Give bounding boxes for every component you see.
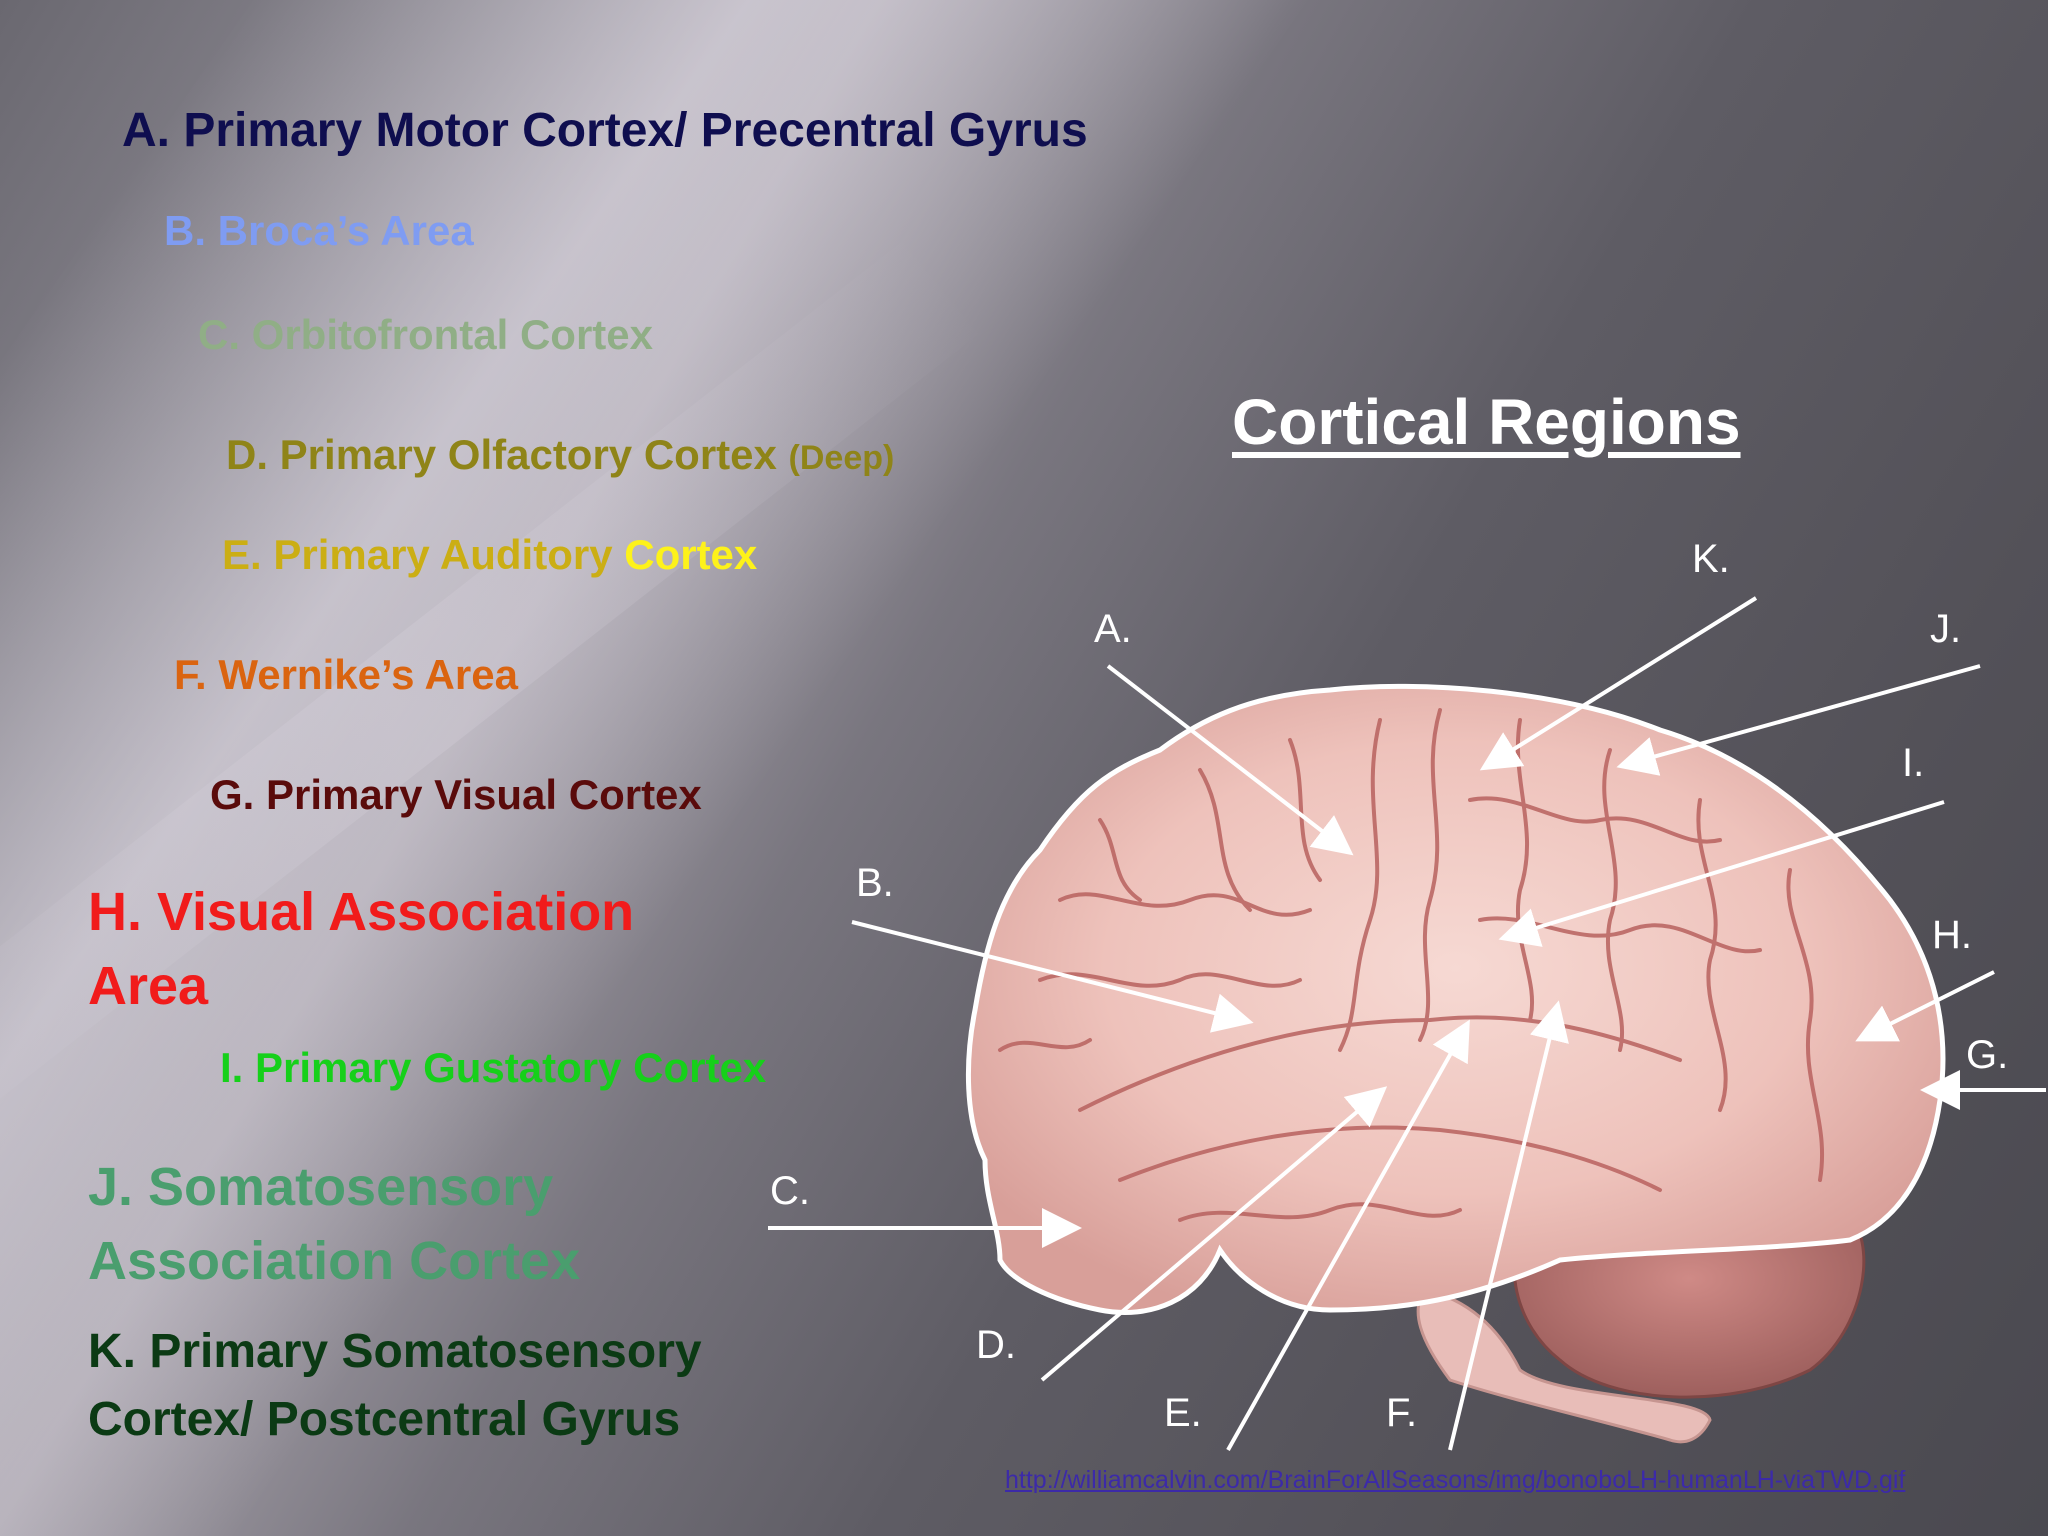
arrow-b	[851, 920, 1254, 1033]
cerebrum-illustration	[965, 683, 1946, 1315]
legend-item-g: G. Primary Visual Cortex	[210, 771, 702, 818]
arrow-f	[1448, 1000, 1569, 1451]
legend-item-k-line2: Cortex/ Postcentral Gyrus	[88, 1393, 681, 1446]
legend-item-f: F. Wernike’s Area	[174, 651, 518, 698]
legend-item-c: C. Orbitofrontal Cortex	[198, 311, 654, 358]
legend-item-j-line1: J. Somatosensory	[88, 1157, 554, 1217]
legend-item-a: A. Primary Motor Cortex/ Precentral Gyru…	[122, 104, 1088, 157]
arrow-h	[1855, 970, 1995, 1042]
figure-label-i: I.	[1902, 741, 1924, 785]
legend-item-i: I. Primary Gustatory Cortex	[220, 1044, 767, 1091]
figure-title: Cortical Regions	[1232, 386, 1741, 458]
legend-item-e-highlight: Cortex	[624, 531, 758, 578]
figure-label-k: K.	[1692, 537, 1730, 581]
figure-label-c: C.	[770, 1169, 810, 1213]
figure-label-h: H.	[1932, 913, 1972, 957]
figure-label-b: B.	[856, 861, 894, 905]
figure-label-d: D.	[976, 1323, 1016, 1367]
source-link[interactable]: http://williamcalvin.com/BrainForAllSeas…	[1005, 1466, 1906, 1494]
arrow-i	[1498, 800, 1945, 947]
legend-item-j-line2: Association Cortex	[88, 1231, 581, 1291]
legend-item-e-label: E. Primary Auditory	[222, 531, 613, 578]
figure-label-a: A.	[1094, 607, 1132, 651]
arrow-e	[1226, 1019, 1470, 1451]
legend-item-h-line1: H. Visual Association	[88, 882, 635, 942]
legend-item-d-label: D. Primary Olfactory Cortex	[226, 431, 777, 478]
legend-item-h-line2: Area	[88, 956, 209, 1016]
brain-sulci	[998, 708, 1825, 1222]
legend-item-k: K. Primary Somatosensory Cortex/ Postcen…	[88, 1318, 702, 1454]
arrow-a	[1106, 664, 1354, 856]
legend-item-h: H. Visual Association Area	[88, 875, 634, 1023]
arrow-d	[1040, 1086, 1388, 1382]
figure-label-e: E.	[1164, 1391, 1202, 1435]
brainstem-illustration	[1416, 1288, 1712, 1444]
legend-item-j: J. Somatosensory Association Cortex	[88, 1150, 580, 1298]
legend-item-d-note: (Deep)	[788, 439, 895, 477]
figure-label-f: F.	[1386, 1391, 1417, 1435]
figure-label-j: J.	[1930, 607, 1961, 651]
legend-item-k-line1: K. Primary Somatosensory	[88, 1325, 702, 1378]
legend-item-d: D. Primary Olfactory Cortex (Deep)	[226, 431, 895, 478]
legend-item-b: B. Broca’s Area	[164, 207, 474, 254]
label-arrows	[768, 596, 2046, 1451]
arrow-j	[1616, 664, 1981, 776]
arrow-k	[1479, 596, 1758, 771]
legend-item-e: E. Primary Auditory Cortex	[222, 531, 758, 578]
figure-label-g: G.	[1966, 1033, 2008, 1077]
